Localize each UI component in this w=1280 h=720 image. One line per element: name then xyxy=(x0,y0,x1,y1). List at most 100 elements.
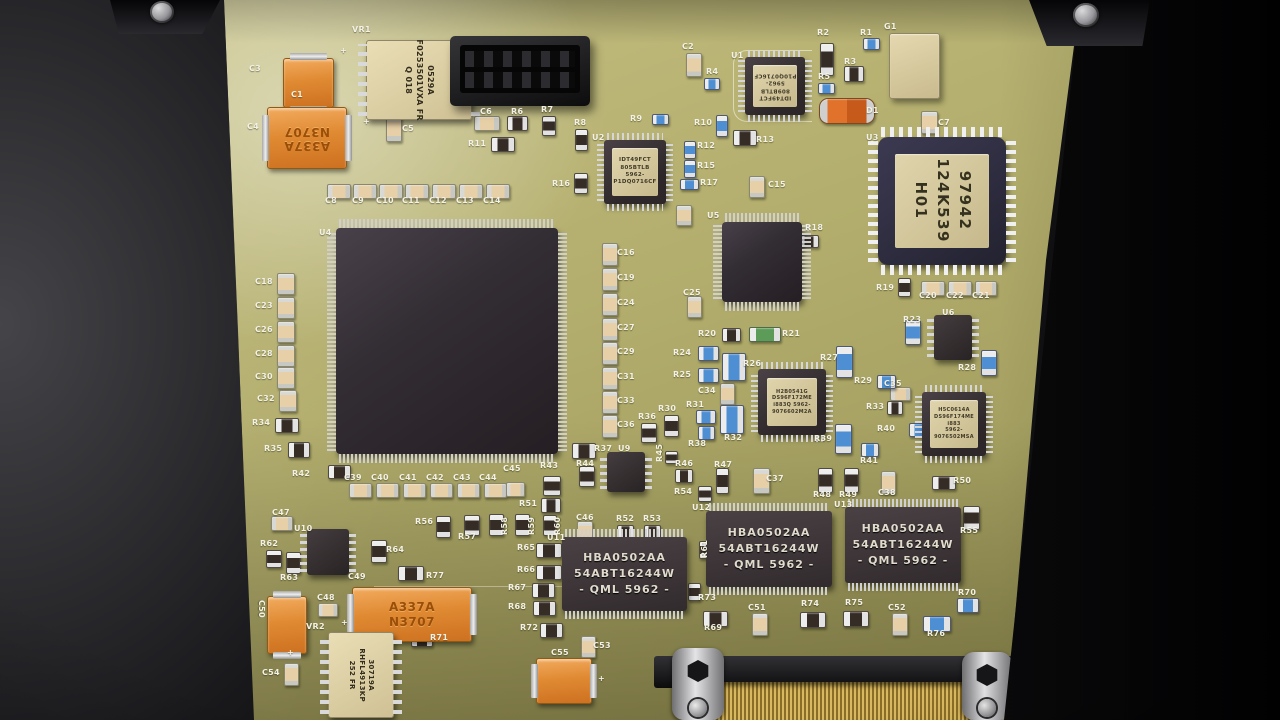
silk-label-R57: R57 xyxy=(458,532,477,541)
silk-label-C45: C45 xyxy=(503,464,521,473)
silk-label-U9: U9 xyxy=(618,444,631,453)
idc-connector xyxy=(450,36,590,106)
component-R47 xyxy=(716,468,729,494)
tant-marking-line: A337A xyxy=(388,600,436,615)
component-C47 xyxy=(271,516,293,531)
component-C48 xyxy=(318,603,338,617)
silk-label-R40: R40 xyxy=(877,424,896,433)
ic-pins xyxy=(327,231,336,451)
ic-marking-line: HBA0502AA xyxy=(727,526,811,540)
component-C13 xyxy=(459,184,483,199)
component-C39 xyxy=(349,483,372,498)
silk-label-R16: R16 xyxy=(552,179,571,188)
component-R66 xyxy=(536,565,562,580)
component-C23 xyxy=(277,297,295,319)
component-R36 xyxy=(641,423,657,443)
component-C28 xyxy=(277,345,295,367)
silk-label-C6: C6 xyxy=(480,107,493,116)
ic-U6 xyxy=(927,315,979,360)
silk-label-C35: C35 xyxy=(884,379,902,388)
silk-label-C36: C36 xyxy=(617,420,635,429)
component-R63 xyxy=(286,552,301,574)
ic-pins xyxy=(565,529,684,537)
ic-marking-line: HBA0502AA xyxy=(861,522,945,536)
ic-pins xyxy=(925,385,983,392)
silk-label-R8: R8 xyxy=(574,118,587,127)
ic-marking-line: IDT49FCT xyxy=(619,157,651,164)
silk-label-R65: R65 xyxy=(517,543,536,552)
component-R37 xyxy=(572,443,596,459)
ic-marking-line: 54ABT16244W xyxy=(852,538,954,552)
component-R15 xyxy=(684,160,696,178)
ic-pins xyxy=(738,60,745,112)
component-C25 xyxy=(687,296,702,318)
ic-marking-line: i883Q 5962- xyxy=(773,402,811,408)
ic-marking-line: 5962- xyxy=(945,427,963,434)
ic-U4 xyxy=(327,219,567,463)
ic-pins xyxy=(597,143,604,201)
silk-label-C47: C47 xyxy=(272,508,290,517)
component-R13 xyxy=(733,130,757,146)
component-C33 xyxy=(602,391,618,414)
silk-label-R27: R27 xyxy=(820,353,839,362)
silk-label-C54: C54 xyxy=(262,668,280,677)
silk-label-C14: C14 xyxy=(483,196,501,205)
silk-label-C19: C19 xyxy=(617,273,635,282)
silk-label-C27: C27 xyxy=(617,323,635,332)
ic-pins xyxy=(607,204,663,211)
silk-label-U5: U5 xyxy=(707,211,720,220)
silk-label-C24: C24 xyxy=(617,298,635,307)
silk-label-C43: C43 xyxy=(453,473,471,482)
silk-label-C50: C50 xyxy=(257,600,266,618)
silk-label-R44: R44 xyxy=(576,459,595,468)
ic-marking-line: 0529A xyxy=(426,65,436,95)
silk-label-C20: C20 xyxy=(919,291,937,300)
silk-label-R34: R34 xyxy=(252,418,271,427)
silk-label-R64: R64 xyxy=(386,545,405,554)
component-R11 xyxy=(491,137,515,152)
silk-label-R15: R15 xyxy=(697,161,716,170)
silk-label-U13: U13 xyxy=(834,500,853,509)
component-R23 xyxy=(905,320,921,345)
bottom-connector-gold-pins xyxy=(682,682,1010,720)
ic-pins xyxy=(558,231,567,451)
component-C19 xyxy=(602,268,618,291)
component-C31 xyxy=(602,367,618,390)
component-C53 xyxy=(581,636,596,658)
component-R68 xyxy=(533,601,556,616)
component-R62 xyxy=(266,550,282,568)
component-R17 xyxy=(680,179,699,190)
ic-marking-line: DS96F174ME xyxy=(934,413,974,420)
idc-connector-pins xyxy=(465,72,575,88)
screw xyxy=(1073,3,1099,27)
silk-label-C46: C46 xyxy=(576,513,594,522)
ic-pins xyxy=(320,636,329,714)
component-cap xyxy=(676,205,692,226)
silk-label-C11: C11 xyxy=(402,196,420,205)
component-R70 xyxy=(957,598,979,613)
silk-label-C26: C26 xyxy=(255,325,273,334)
silk-label-C22: C22 xyxy=(946,291,964,300)
silk-label-VR1: VR1 xyxy=(352,25,371,34)
component-C29 xyxy=(602,342,618,365)
component-R35 xyxy=(288,442,310,458)
ic-pins xyxy=(393,636,402,714)
silk-label-C3: C3 xyxy=(249,64,262,73)
component-R56 xyxy=(436,516,451,538)
ic-pins xyxy=(748,50,802,57)
component-C40 xyxy=(376,483,399,498)
silk-label-C9: C9 xyxy=(352,196,365,205)
silk-label-R61: R61 xyxy=(700,539,709,558)
